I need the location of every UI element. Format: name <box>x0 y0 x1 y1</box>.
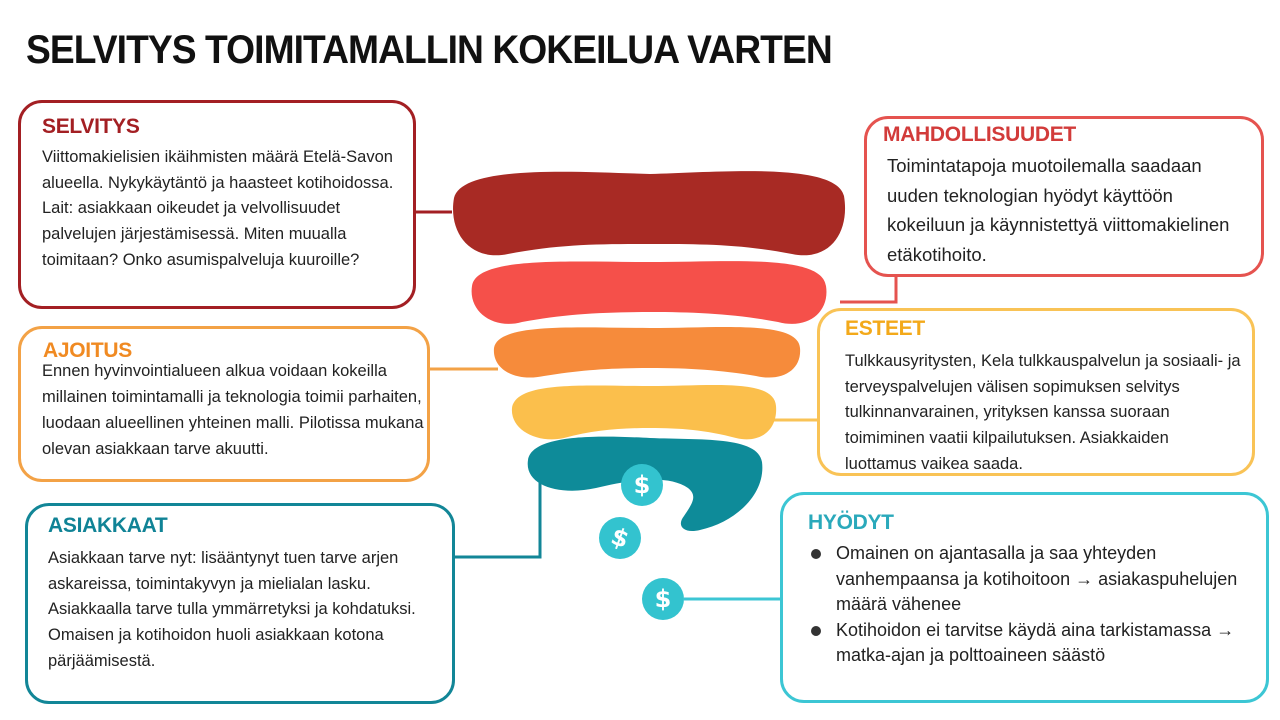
asiakkaat-text: Asiakkaan tarve nyt: lisääntynyt tuen ta… <box>48 549 416 670</box>
selvitys-text: Viittomakielisien ikäihmisten määrä Etel… <box>42 148 394 269</box>
hyodyt-list: Omainen on ajantasalla ja saa yhteyden v… <box>808 541 1252 669</box>
funnel-layer-3 <box>493 326 801 378</box>
asiakkaat-box: ASIAKKAAT Asiakkaan tarve nyt: lisääntyn… <box>25 503 455 704</box>
svg-text:$: $ <box>655 585 672 613</box>
selvitys-box: SELVITYS Viittomakielisien ikäihmisten m… <box>18 100 416 309</box>
esteet-box: ESTEET Tulkkausyritysten, Kela tulkkausp… <box>817 308 1255 476</box>
hyodyt-box: HYÖDYT Omainen on ajantasalla ja saa yht… <box>780 492 1269 703</box>
mahdollisuudet-text: Toimintatapoja muotoilemalla saadaan uud… <box>887 155 1230 265</box>
ajoitus-heading: AJOITUS <box>43 339 132 362</box>
dollar-coin-icon: $ <box>621 464 663 506</box>
connector-mahdollisuudet <box>840 277 898 304</box>
mahdollisuudet-heading: MAHDOLLISUUDET <box>883 123 1076 146</box>
esteet-text: Tulkkausyritysten, Kela tulkkauspalvelun… <box>845 352 1241 473</box>
esteet-heading: ESTEET <box>845 317 925 340</box>
funnel-layer-1 <box>453 171 846 256</box>
ajoitus-text: Ennen hyvinvointialueen alkua voidaan ko… <box>42 362 424 458</box>
asiakkaat-heading: ASIAKKAAT <box>48 514 168 537</box>
dollar-coin-icon: $ <box>599 517 641 559</box>
page-title: SELVITYS TOIMITAMALLIN KOKEILUA VARTEN <box>26 28 833 72</box>
dollar-coin-icon: $ <box>642 578 684 620</box>
funnel-layer-4 <box>511 384 777 440</box>
selvitys-heading: SELVITYS <box>42 115 140 138</box>
mahdollisuudet-box: MAHDOLLISUUDET Toimintatapoja muotoilema… <box>864 116 1264 277</box>
hyodyt-item: Omainen on ajantasalla ja saa yhteyden v… <box>808 541 1252 618</box>
hyodyt-heading: HYÖDYT <box>808 511 894 534</box>
hyodyt-item: Kotihoidon ei tarvitse käydä aina tarkis… <box>808 618 1252 669</box>
funnel-layer-5 <box>527 436 763 532</box>
svg-text:$: $ <box>634 471 651 499</box>
funnel-layer-2 <box>471 261 827 324</box>
connector-asiakkaat <box>455 480 542 559</box>
ajoitus-box: AJOITUS Ennen hyvinvointialueen alkua vo… <box>18 326 430 482</box>
